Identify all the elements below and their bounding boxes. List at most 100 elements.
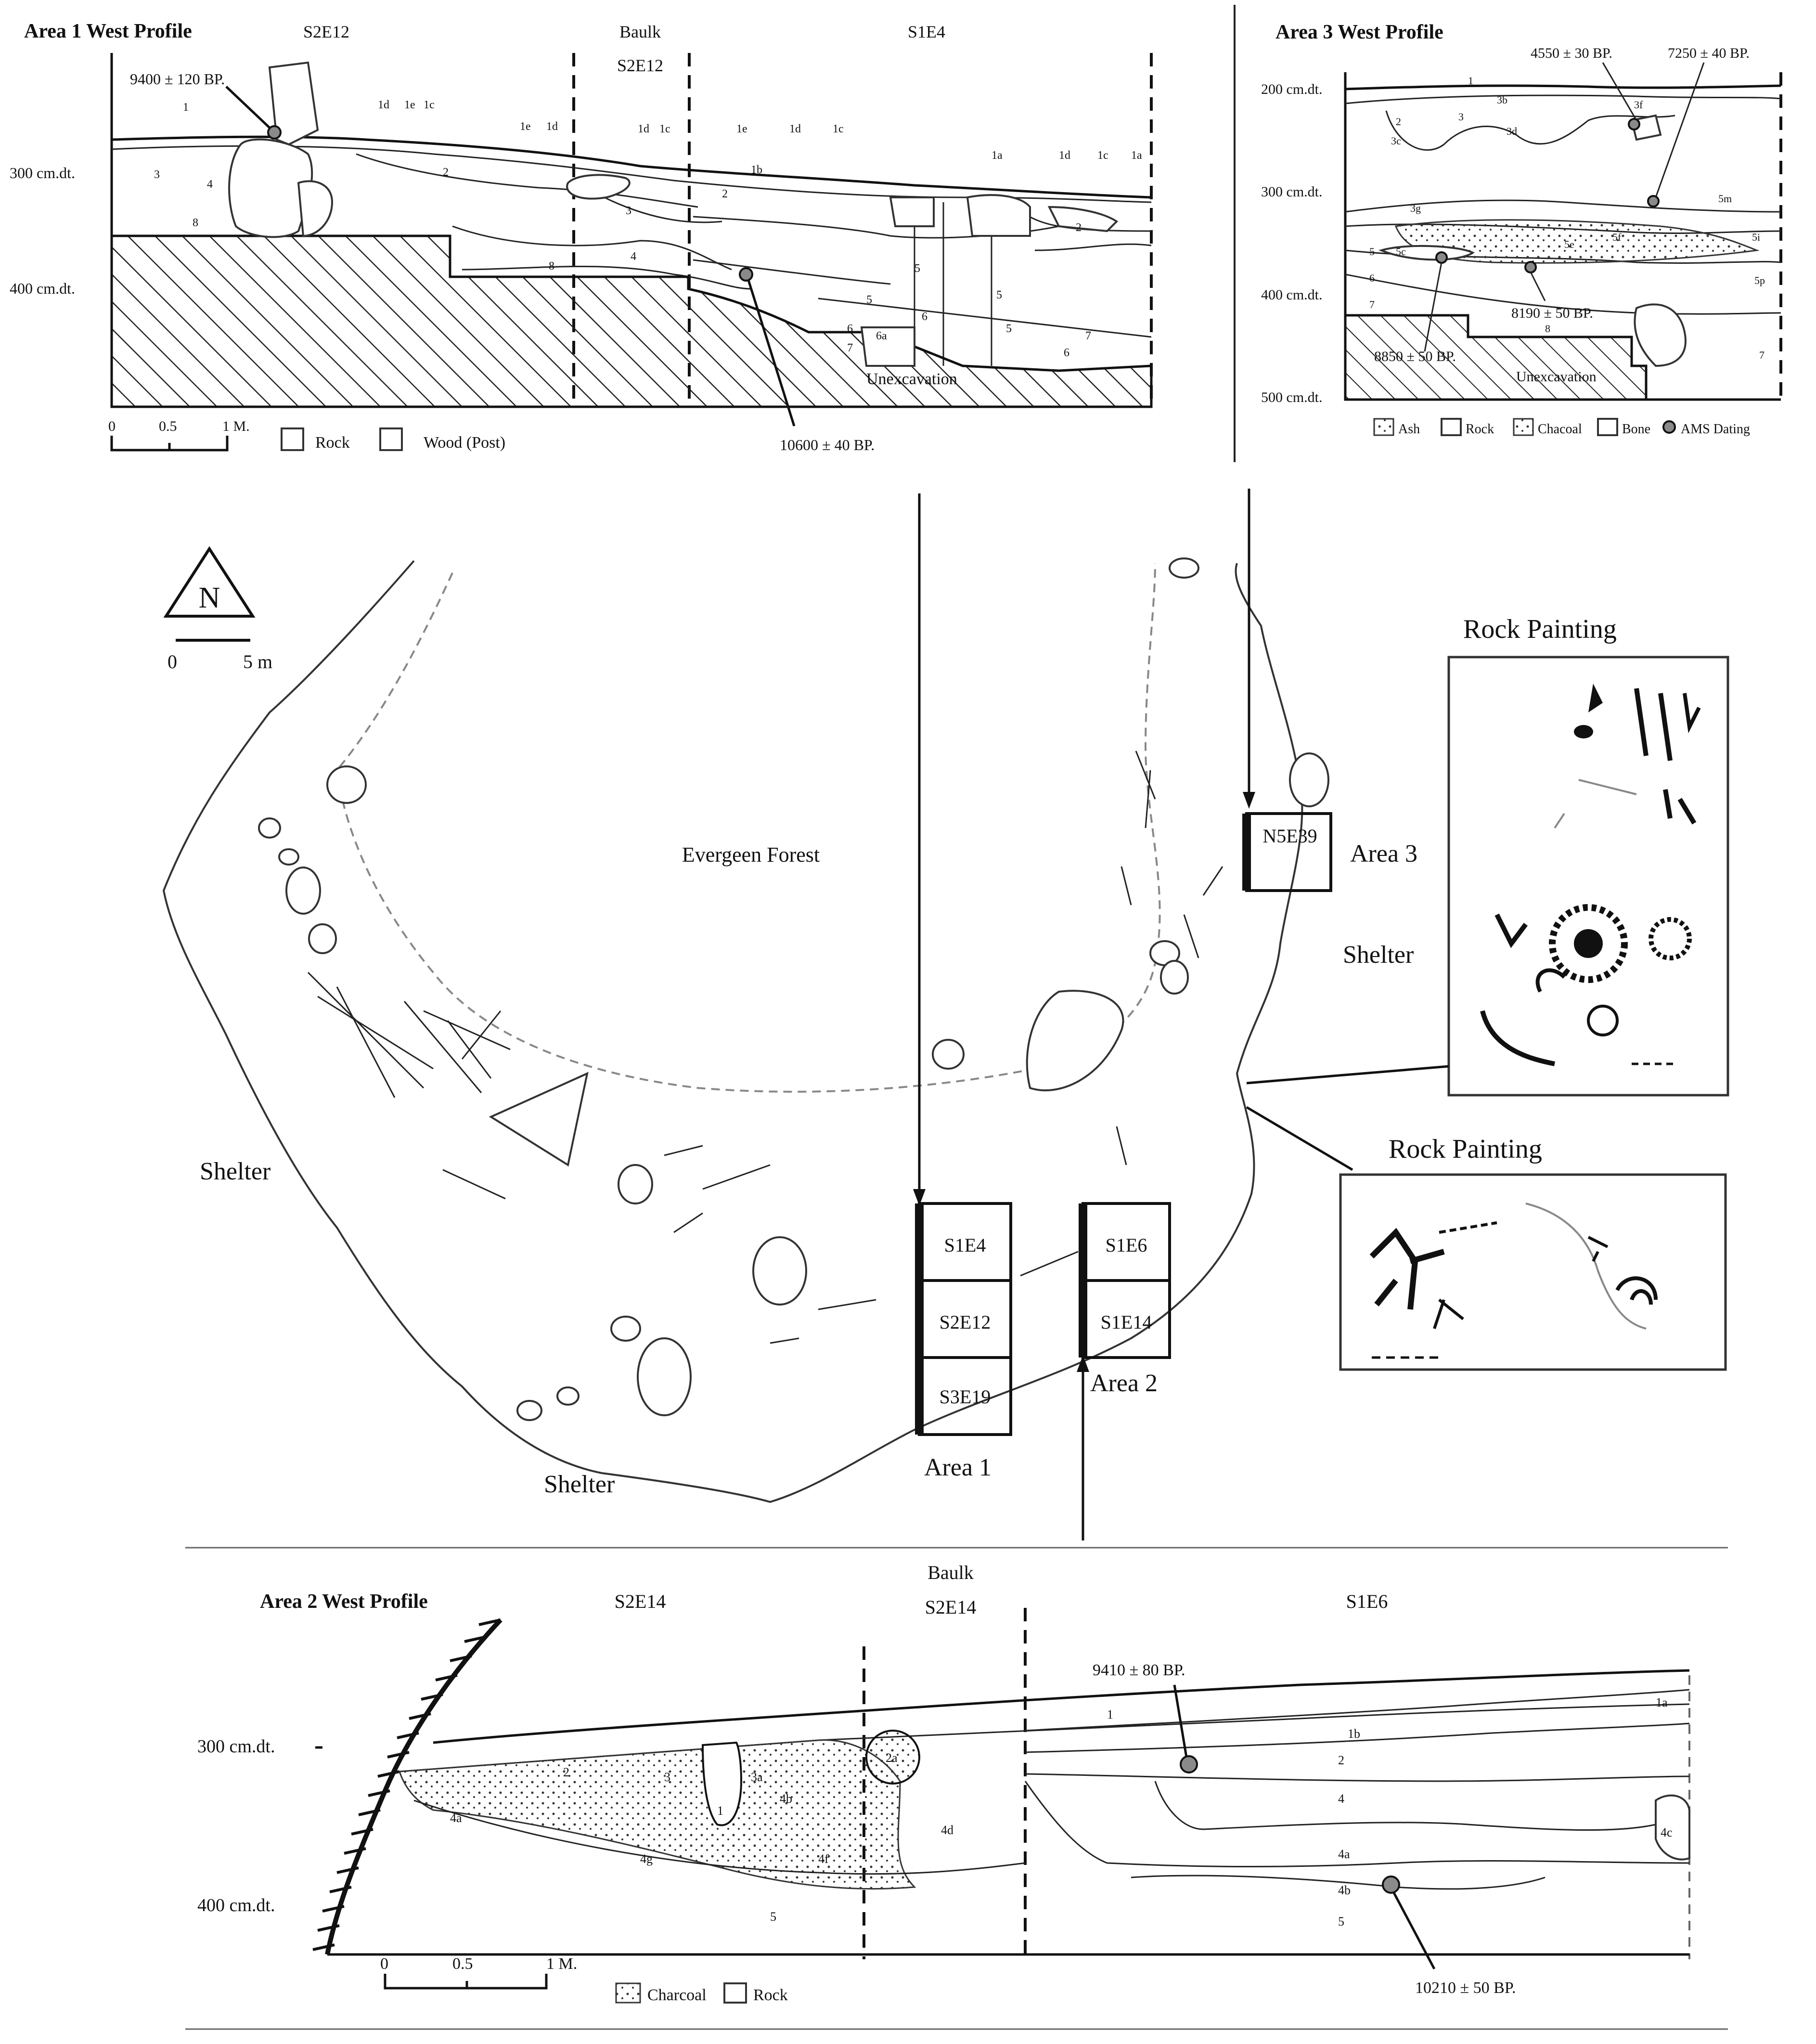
svg-text:3: 3	[626, 205, 631, 217]
svg-text:6a: 6a	[876, 330, 887, 342]
area3-depth-400: 400 cm.dt.	[1261, 287, 1323, 303]
svg-text:5: 5	[1369, 246, 1375, 258]
shelter-label-east: Shelter	[1343, 941, 1414, 969]
area1-unit-baulk: Baulk	[619, 22, 661, 41]
svg-text:0.5: 0.5	[159, 418, 177, 434]
svg-text:5: 5	[866, 294, 872, 306]
svg-text:Rock: Rock	[1466, 422, 1494, 437]
area2-feature-2a	[865, 1730, 920, 1785]
area2-date-9410: 9410 ± 80 BP.	[1093, 1661, 1185, 1679]
svg-text:2: 2	[1396, 116, 1401, 128]
rock-legend-icon	[281, 427, 304, 451]
svg-text:1d: 1d	[638, 123, 649, 135]
svg-text:4: 4	[1338, 1792, 1344, 1806]
area1-ams-dot-9400	[267, 125, 282, 140]
svg-text:7: 7	[1369, 298, 1375, 310]
ams-dating-legend-icon	[1662, 420, 1676, 434]
area1-depth-300: 300 cm.dt.	[10, 164, 75, 181]
area2-date-10210: 10210 ± 50 BP.	[1415, 1979, 1516, 1997]
svg-text:1b: 1b	[1348, 1727, 1360, 1741]
area1-date-10600: 10600 ± 40 BP.	[780, 436, 875, 453]
svg-text:2: 2	[1076, 221, 1082, 234]
svg-text:1d: 1d	[378, 99, 389, 111]
area1-profile: Area 1 West Profile S2E12 Baulk S2E12 S1…	[10, 20, 1153, 453]
svg-text:0: 0	[167, 651, 177, 673]
svg-text:4b: 4b	[780, 1792, 792, 1806]
area1-layer-labels: 1 3 4 8 1d 1e 1c 2 1e 1d 3 8 1d 1c 4 1e …	[154, 99, 1142, 359]
svg-text:8: 8	[549, 260, 554, 272]
svg-text:3: 3	[1458, 111, 1464, 123]
svg-text:0.5: 0.5	[452, 1955, 473, 1973]
svg-text:1e: 1e	[520, 120, 531, 133]
svg-text:4b: 4b	[1338, 1883, 1351, 1897]
unit-s3e19: S3E19	[940, 1386, 991, 1408]
area1-depth-400: 400 cm.dt.	[10, 280, 75, 297]
area1-scale-bar: 0 0.5 1 M.	[108, 418, 250, 452]
shelter-outline	[162, 560, 1303, 1503]
svg-text:1d: 1d	[1059, 149, 1070, 162]
svg-text:4d: 4d	[941, 1823, 953, 1837]
svg-text:3g: 3g	[1410, 202, 1421, 214]
svg-text:6: 6	[922, 310, 927, 323]
svg-text:1c: 1c	[1097, 149, 1108, 162]
svg-text:1: 1	[1468, 75, 1473, 87]
svg-text:1: 1	[717, 1804, 723, 1818]
svg-text:AMS Dating: AMS Dating	[1681, 422, 1750, 437]
area1-legend-wood: Wood (Post)	[424, 434, 505, 452]
svg-text:5: 5	[770, 1910, 776, 1924]
svg-text:5: 5	[1338, 1915, 1344, 1928]
area3-depth-500: 500 cm.dt.	[1261, 389, 1323, 405]
svg-text:6: 6	[1369, 272, 1375, 284]
area2-unit-baulk-s2e14: S2E14	[925, 1596, 977, 1618]
svg-text:2: 2	[443, 166, 449, 179]
area2-ams-dot-10210	[1382, 1876, 1400, 1894]
svg-text:5: 5	[996, 289, 1002, 301]
area3-bedrock	[1344, 314, 1648, 401]
svg-text:7: 7	[1085, 330, 1091, 342]
area3-ams-dot-7250	[1647, 195, 1660, 207]
svg-text:5e: 5e	[1564, 238, 1574, 250]
area2-depth-300: 300 cm.dt.	[197, 1736, 275, 1757]
area2-unit-s2e14: S2E14	[615, 1591, 666, 1612]
svg-text:1e: 1e	[736, 123, 747, 135]
rock-painting-2-image	[1369, 1203, 1658, 1359]
svg-text:3f: 3f	[1634, 99, 1643, 111]
svg-text:1c: 1c	[659, 123, 670, 135]
rock-painting-2-panel	[1339, 1173, 1727, 1371]
area2-title: Area 2 West Profile	[260, 1591, 428, 1613]
charcoal-legend-icon	[1513, 418, 1534, 436]
area2-scale-bar: 0 0.5 1 M.	[380, 1955, 577, 1990]
svg-text:1b: 1b	[751, 164, 762, 176]
forest-boundary	[335, 563, 1161, 1093]
unit-s1e4: S1E4	[944, 1234, 986, 1256]
bone-legend-icon	[1597, 418, 1618, 436]
svg-text:2a: 2a	[886, 1751, 898, 1765]
area3-ams-dot-8850	[1435, 251, 1448, 264]
svg-text:1c: 1c	[833, 123, 844, 135]
svg-text:1: 1	[183, 101, 189, 114]
svg-text:4c: 4c	[1661, 1825, 1673, 1839]
svg-text:5i: 5i	[1752, 231, 1760, 243]
svg-text:0: 0	[108, 418, 116, 434]
area2-profile: Area 2 West Profile S2E14 Baulk S2E14 S1…	[197, 1562, 1690, 2004]
svg-text:5c: 5c	[1396, 246, 1406, 258]
site-map: N 0 5 m Evergeen Forest	[162, 489, 1729, 1540]
area1-unit-baulk-s2e12: S2E12	[617, 56, 663, 75]
svg-text:1 M.: 1 M.	[546, 1955, 577, 1973]
area3-date-7250: 7250 ± 40 BP.	[1668, 45, 1750, 61]
svg-text:1a: 1a	[1656, 1695, 1668, 1709]
svg-text:5m: 5m	[1718, 193, 1732, 205]
svg-text:1: 1	[1107, 1708, 1113, 1721]
area3-depth-300: 300 cm.dt.	[1261, 184, 1323, 200]
area2-legend-charcoal: Charcoal	[647, 1986, 707, 2004]
area2-grid: S1E6 S1E14	[1079, 1202, 1171, 1359]
svg-text:2: 2	[1338, 1753, 1344, 1767]
svg-text:1d: 1d	[789, 123, 801, 135]
svg-text:5: 5	[914, 262, 920, 275]
area2-unit-s1e6: S1E6	[1346, 1591, 1388, 1612]
svg-text:1 M.: 1 M.	[222, 418, 250, 434]
area2-map-label: Area 2	[1090, 1370, 1158, 1397]
unit-s2e12: S2E12	[940, 1311, 991, 1333]
shelter-label-south: Shelter	[544, 1471, 615, 1498]
rock-legend-icon	[723, 1982, 747, 2004]
